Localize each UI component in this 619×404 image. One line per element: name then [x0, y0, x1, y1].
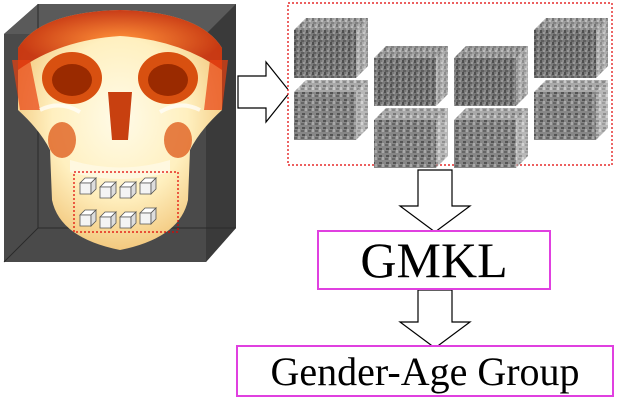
texture-patch — [374, 46, 448, 106]
cube-icon — [99, 181, 117, 199]
texture-patch — [294, 18, 368, 78]
arrow-down-icon — [398, 169, 472, 233]
gmkl-label: GMKL — [360, 232, 508, 288]
arrow-down-icon — [398, 289, 472, 349]
texture-patch — [454, 108, 528, 168]
cube-icon — [139, 177, 157, 195]
gmkl-label-box: GMKL — [317, 230, 551, 290]
cube-icon — [99, 211, 117, 229]
texture-patch — [534, 18, 608, 78]
cube-icon — [79, 177, 97, 195]
cube-icon — [119, 181, 137, 199]
cube-icon — [139, 207, 157, 225]
jaw-roi-box — [73, 171, 179, 233]
gender-age-group-box: Gender-Age Group — [236, 345, 614, 397]
cube-icon — [119, 211, 137, 229]
cube-icon — [79, 209, 97, 227]
arrow-right-icon — [237, 60, 291, 124]
texture-patch-group — [294, 18, 608, 168]
texture-patch — [374, 108, 448, 168]
texture-patch — [534, 80, 608, 140]
texture-patch — [454, 46, 528, 106]
cube-icon-group — [79, 177, 157, 229]
gender-age-group-label: Gender-Age Group — [270, 348, 580, 394]
skull-ct-image — [3, 4, 236, 263]
texture-patch — [294, 80, 368, 140]
